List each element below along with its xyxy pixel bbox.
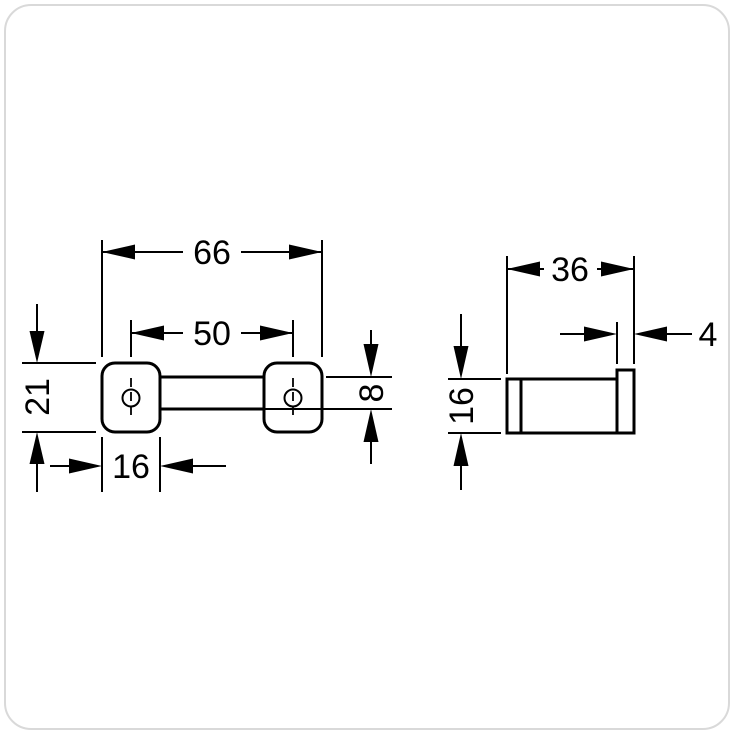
dim-arrow-right-icon [289, 244, 322, 260]
dim-arrow-right-icon [260, 325, 293, 341]
dim-36-label: 36 [551, 251, 589, 289]
dim-arrow-left-icon [160, 458, 193, 474]
dim-side-height: 16 [443, 314, 501, 490]
dim-hole-spacing: 50 [130, 315, 294, 357]
side-view: 36 4 16 [443, 251, 717, 490]
dim-16-side-label: 16 [443, 387, 481, 425]
dim-height: 21 [19, 304, 96, 492]
dim-16-label: 16 [112, 448, 150, 486]
side-view-object [505, 368, 636, 435]
front-view-object [100, 361, 324, 434]
dim-arrow-up-icon [363, 409, 379, 442]
dim-arrow-up-icon [453, 433, 469, 466]
dim-8-label: 8 [353, 384, 391, 403]
dim-arrow-left-icon [507, 261, 540, 277]
dim-bar-thickness: 8 [240, 330, 392, 464]
dim-arrow-left-icon [102, 244, 135, 260]
side-profile [505, 368, 636, 435]
dim-arrow-down-icon [453, 346, 469, 379]
dim-arrow-left-icon [131, 325, 164, 341]
dim-arrow-right-icon [69, 458, 102, 474]
dim-depth: 36 [506, 251, 635, 374]
dim-overall-width: 66 [101, 234, 323, 357]
dim-arrow-down-icon [363, 344, 379, 377]
dim-lip-thickness: 4 [560, 316, 717, 364]
front-view: 66 50 21 [19, 234, 392, 492]
dim-66-label: 66 [193, 234, 231, 272]
dim-arrow-right-icon [601, 261, 634, 277]
dim-arrow-down-icon [29, 331, 45, 363]
dim-hook-width: 16 [50, 437, 226, 492]
dim-arrow-left-icon [634, 326, 667, 342]
dim-21-label: 21 [19, 378, 57, 416]
dim-arrow-up-icon [29, 432, 45, 464]
dim-4-label: 4 [699, 316, 718, 354]
image-frame [4, 4, 730, 730]
dim-50-label: 50 [193, 315, 231, 353]
dim-arrow-right-icon [584, 326, 617, 342]
